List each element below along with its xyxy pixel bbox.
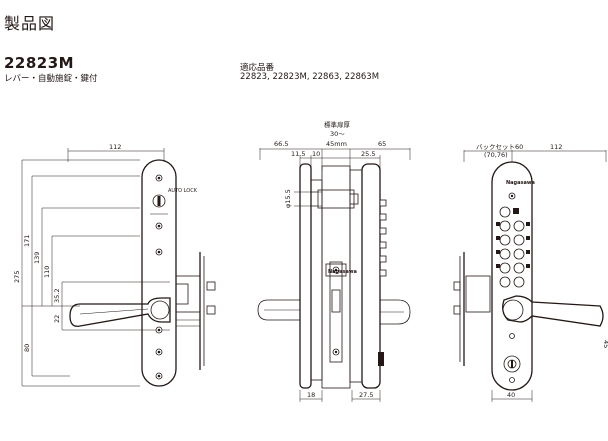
back-view: バックセット60 (70,76) 112 Nagasawa [453,143,608,402]
front-dim-80: 80 [23,344,31,352]
front-dim-110: 110 [43,266,51,278]
side-dim-18: 18 [307,391,315,399]
backset-alt: (70,76) [484,151,508,159]
compatible-models-list: 22823, 22823M, 22863, 22863M [240,72,380,82]
front-dim-139: 139 [33,252,41,264]
side-dim-11-5: 11.5 [291,150,305,158]
side-dim-65: 65 [378,140,386,148]
back-dim-40: 40 [507,391,515,399]
backset-label: バックセット60 [476,143,523,151]
auto-lock-label: AUTO LOCK [168,188,198,194]
back-edge-mark: 45 [602,340,608,348]
back-brand-label: Nagasawa [506,180,535,186]
front-dim-35-2: 35.2 [53,289,61,303]
front-dim-171: 171 [23,235,31,247]
compatible-models-title: 適応品番 [240,63,275,73]
side-dim-phi15-5: φ15.5 [284,189,292,208]
front-dim-22: 22 [53,315,61,323]
side-dim-27-5: 27.5 [359,391,373,399]
model-description: レバー・自動施錠・鍵付 [4,74,98,84]
page-title: 製品図 [4,14,56,33]
front-dim-top: 112 [109,143,121,151]
side-dim-10: 10 [312,150,320,158]
side-view: 標準扉厚 30～ 45mm 66.5 65 11.5 10 25.5 φ15.5… [257,120,411,402]
front-view: 112 275 171 139 110 35.2 22 80 [13,143,216,387]
side-dim-25-5: 25.5 [361,150,375,158]
door-thickness-mm: 45mm [326,140,347,148]
front-dim-275: 275 [13,271,21,283]
side-dim-66-5: 66.5 [274,140,288,148]
side-brand-label: Nagasawa [328,269,357,275]
keypad [496,206,530,288]
door-thickness-title: 標準扉厚 [324,120,351,129]
door-thickness-range: 30～ [330,130,345,138]
model-number: 22823M [4,54,75,72]
back-dim-112: 112 [550,143,562,151]
